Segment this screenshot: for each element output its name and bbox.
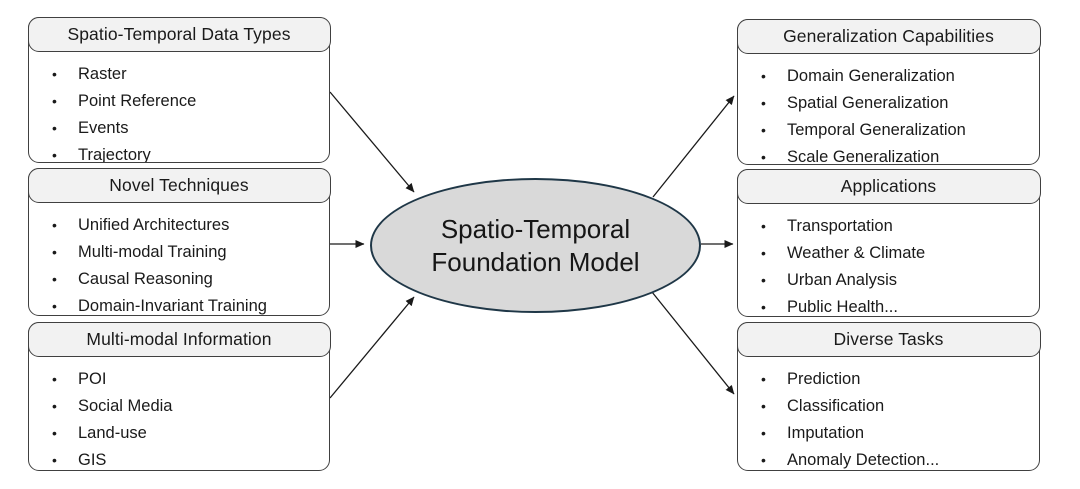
box-novel-techniques: Novel Techniques Unified Architectures M… [27, 167, 331, 316]
list-item: Anomaly Detection... [738, 447, 1039, 470]
list-item: POI [29, 366, 329, 393]
list-item: Transportation [738, 213, 1039, 240]
center-node-label-line2: Foundation Model [431, 246, 640, 277]
list-item: Causal Reasoning [29, 266, 329, 293]
box-title: Multi-modal Information [27, 321, 331, 357]
box-title: Diverse Tasks [736, 321, 1041, 357]
list-item: Domain-Invariant Training [29, 293, 329, 315]
box-title: Spatio-Temporal Data Types [27, 16, 331, 52]
box-multi-modal-information: Multi-modal Information POI Social Media… [27, 321, 331, 471]
list-item: Temporal Generalization [738, 117, 1039, 144]
list-item: Domain Generalization [738, 63, 1039, 90]
list-item: Weather & Climate [738, 240, 1039, 267]
list-item: Urban Analysis [738, 267, 1039, 294]
arrow-datatypes-to-model [329, 91, 415, 193]
list-item: Unified Architectures [29, 212, 329, 239]
arrow-multimodal-to-model [329, 296, 415, 399]
arrow-model-to-generalization [652, 95, 735, 198]
box-title: Applications [736, 168, 1041, 204]
box-applications: Applications Transportation Weather & Cl… [736, 168, 1041, 317]
center-node-label-line1: Spatio-Temporal [440, 213, 631, 244]
list-item: Multi-modal Training [29, 239, 329, 266]
box-title: Novel Techniques [27, 167, 331, 203]
list-item: Trajectory [29, 142, 329, 162]
list-item: Land-use [29, 420, 329, 447]
list-item: Prediction [738, 366, 1039, 393]
box-spatio-temporal-data-types: Spatio-Temporal Data Types Raster Point … [27, 16, 331, 163]
list-item: Spatial Generalization [738, 90, 1039, 117]
list-item: Events [29, 115, 329, 142]
list-item: Public Health... [738, 294, 1039, 316]
list-item: Social Media [29, 393, 329, 420]
center-node-foundation-model: Spatio-Temporal Foundation Model [370, 178, 701, 313]
list-item: Point Reference [29, 88, 329, 115]
box-diverse-tasks: Diverse Tasks Prediction Classification … [736, 321, 1041, 471]
list-item: Scale Generalization [738, 144, 1039, 164]
list-item: Classification [738, 393, 1039, 420]
list-item: GIS [29, 447, 329, 470]
arrow-model-to-tasks [651, 291, 735, 395]
box-title: Generalization Capabilities [736, 18, 1041, 54]
list-item: Imputation [738, 420, 1039, 447]
box-generalization-capabilities: Generalization Capabilities Domain Gener… [736, 18, 1041, 165]
list-item: Raster [29, 61, 329, 88]
